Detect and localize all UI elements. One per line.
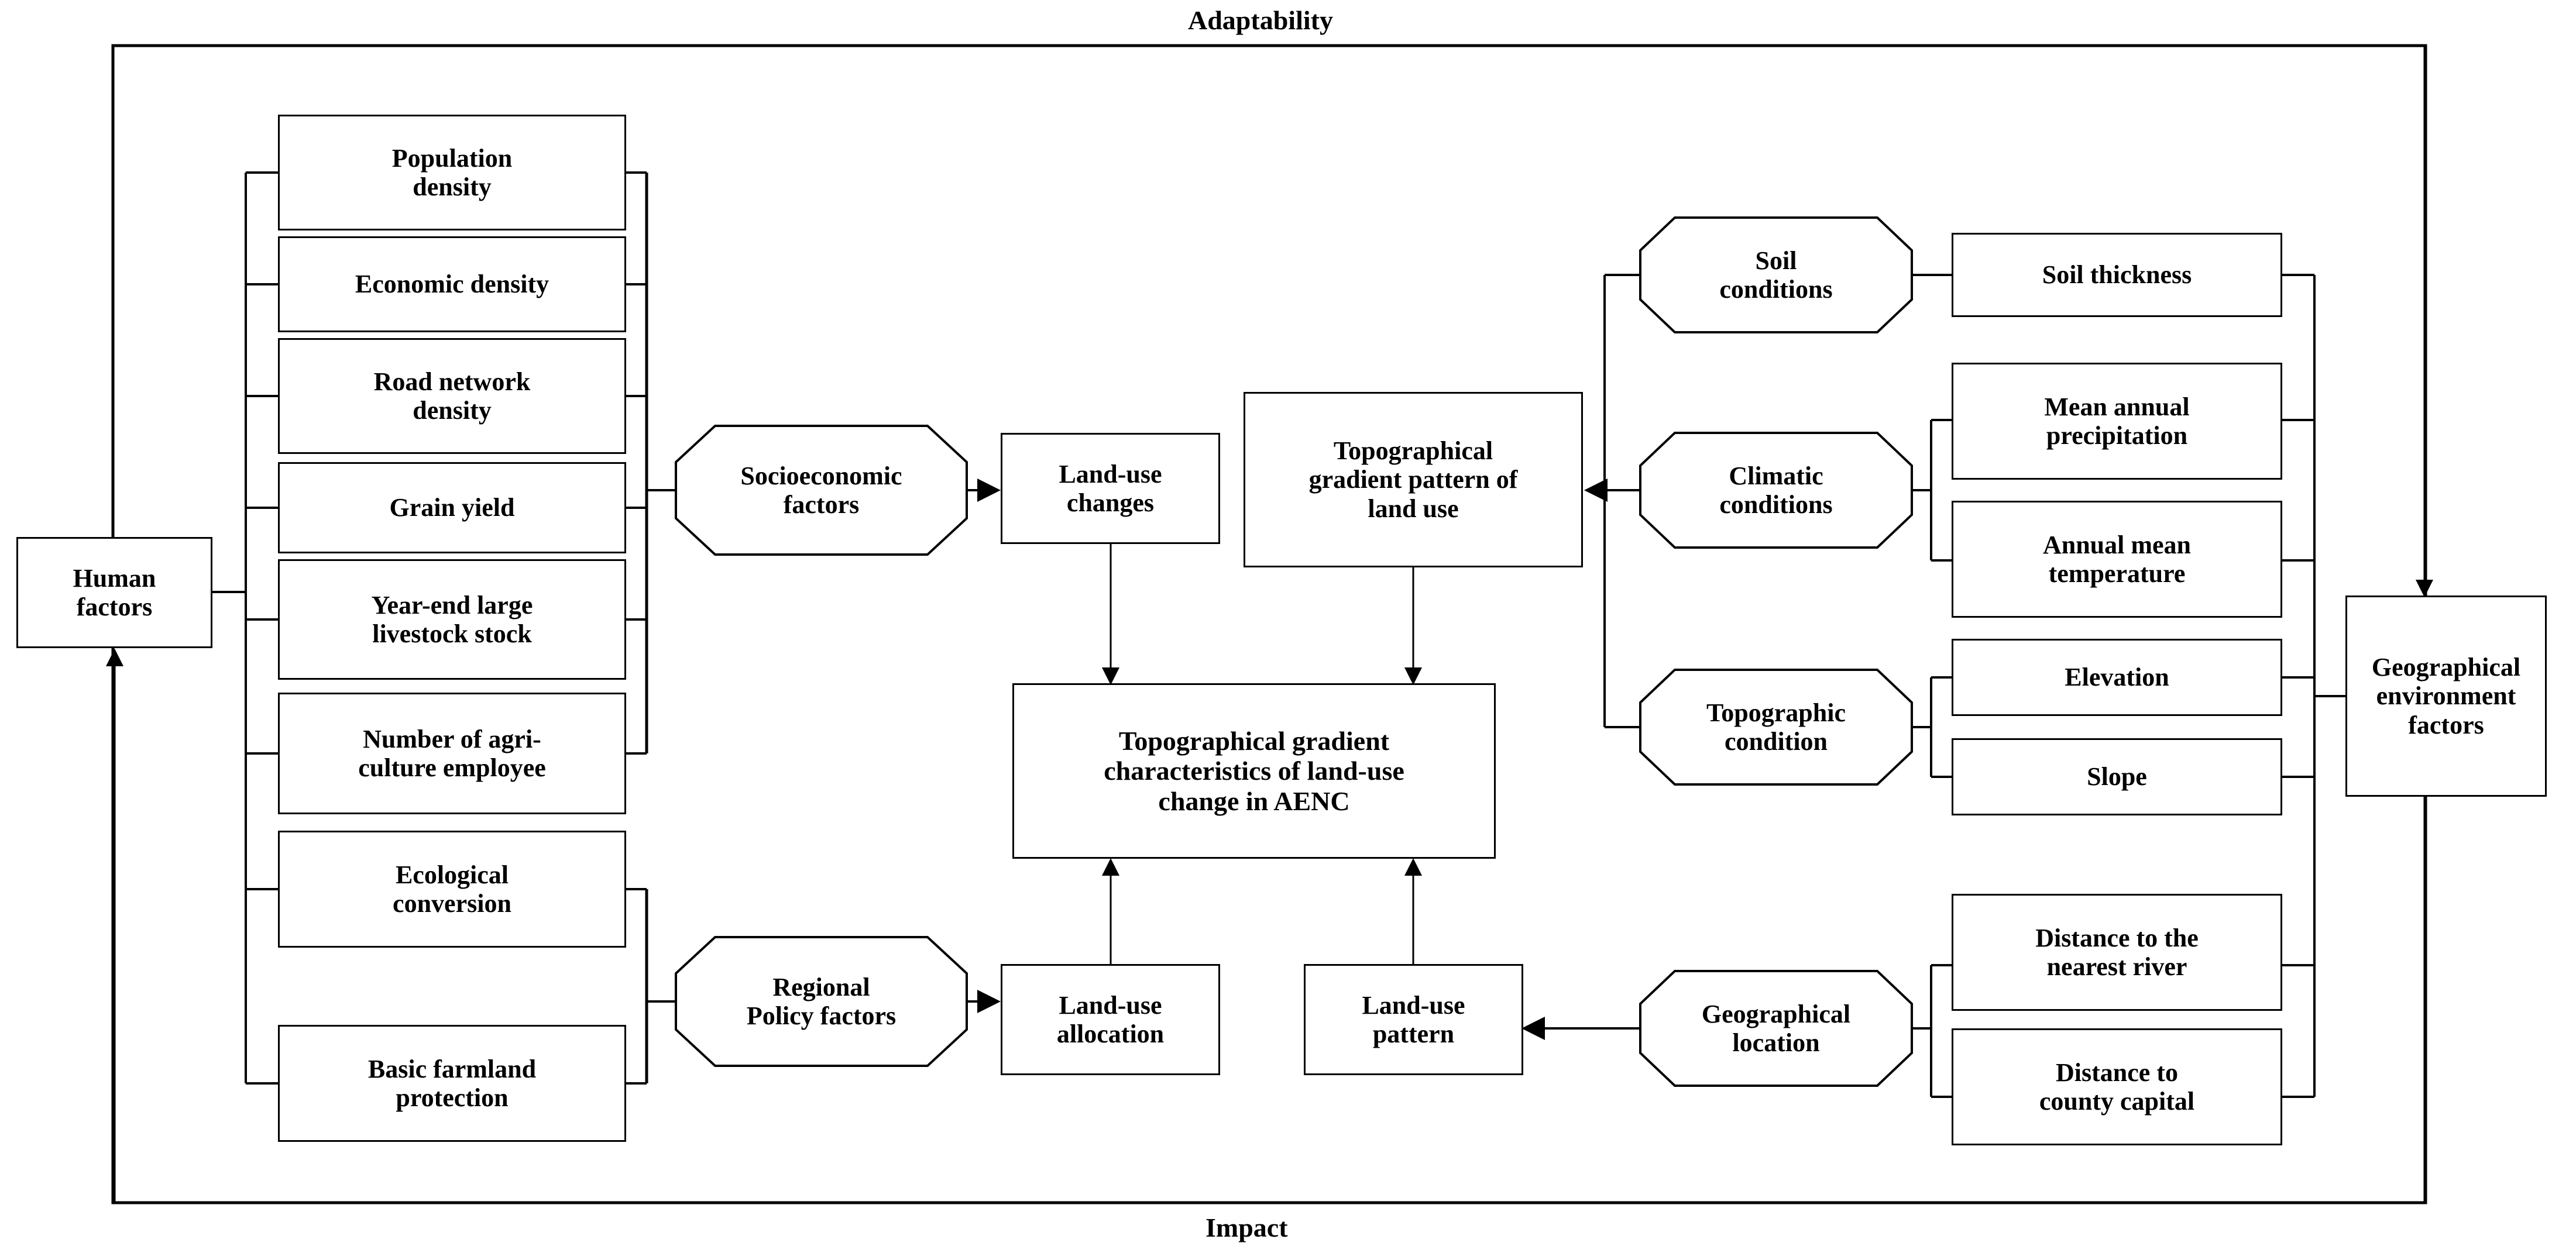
indicator-economic-density[interactable]: Economic density	[278, 236, 626, 332]
core-outcome-box[interactable]: Topographical gradient characteristics o…	[1012, 683, 1496, 859]
leaf-distance-to-county-capital[interactable]: Distance to county capital	[1952, 1028, 2282, 1145]
human-factors-box[interactable]: Human factors	[16, 537, 212, 648]
geographical-environment-factors-box[interactable]: Geographical environment factors	[2345, 595, 2547, 797]
socioeconomic-factors-node[interactable]: Socioeconomic factors	[740, 461, 902, 519]
leaf-soil-thickness[interactable]: Soil thickness	[1952, 233, 2282, 317]
topographical-gradient-pattern-box[interactable]: Topographical gradient pattern of land u…	[1244, 392, 1583, 567]
indicator-number-of-agriculture-employee[interactable]: Number of agri- culture employee	[278, 693, 626, 814]
leaf-annual-mean-temperature[interactable]: Annual mean temperature	[1952, 501, 2282, 618]
leaf-mean-annual-precipitation[interactable]: Mean annual precipitation	[1952, 363, 2282, 480]
soil-conditions-node[interactable]: Soil conditions	[1719, 246, 1833, 304]
regional-policy-factors-node[interactable]: Regional Policy factors	[746, 972, 897, 1030]
topographic-condition-node[interactable]: Topographic condition	[1706, 698, 1846, 756]
climatic-conditions-node[interactable]: Climatic conditions	[1719, 461, 1833, 519]
indicator-year-end-large-livestock-stock[interactable]: Year-end large livestock stock	[278, 559, 626, 680]
geographical-location-node[interactable]: Geographical location	[1701, 999, 1851, 1057]
indicator-grain-yield[interactable]: Grain yield	[278, 462, 626, 553]
adaptability-label: Adaptability	[1188, 5, 1333, 35]
indicator-ecological-conversion[interactable]: Ecological conversion	[278, 831, 626, 948]
leaf-slope[interactable]: Slope	[1952, 738, 2282, 815]
indicator-road-network-density[interactable]: Road network density	[278, 338, 626, 454]
leaf-distance-to-nearest-river[interactable]: Distance to the nearest river	[1952, 894, 2282, 1011]
land-use-changes-box[interactable]: Land-use changes	[1001, 433, 1220, 544]
impact-label: Impact	[1205, 1213, 1288, 1242]
leaf-elevation[interactable]: Elevation	[1952, 639, 2282, 716]
indicator-basic-farmland-protection[interactable]: Basic farmland protection	[278, 1025, 626, 1142]
land-use-pattern-box[interactable]: Land-use pattern	[1304, 964, 1523, 1075]
land-use-allocation-box[interactable]: Land-use allocation	[1001, 964, 1220, 1075]
indicator-population-density[interactable]: Population density	[278, 115, 626, 230]
